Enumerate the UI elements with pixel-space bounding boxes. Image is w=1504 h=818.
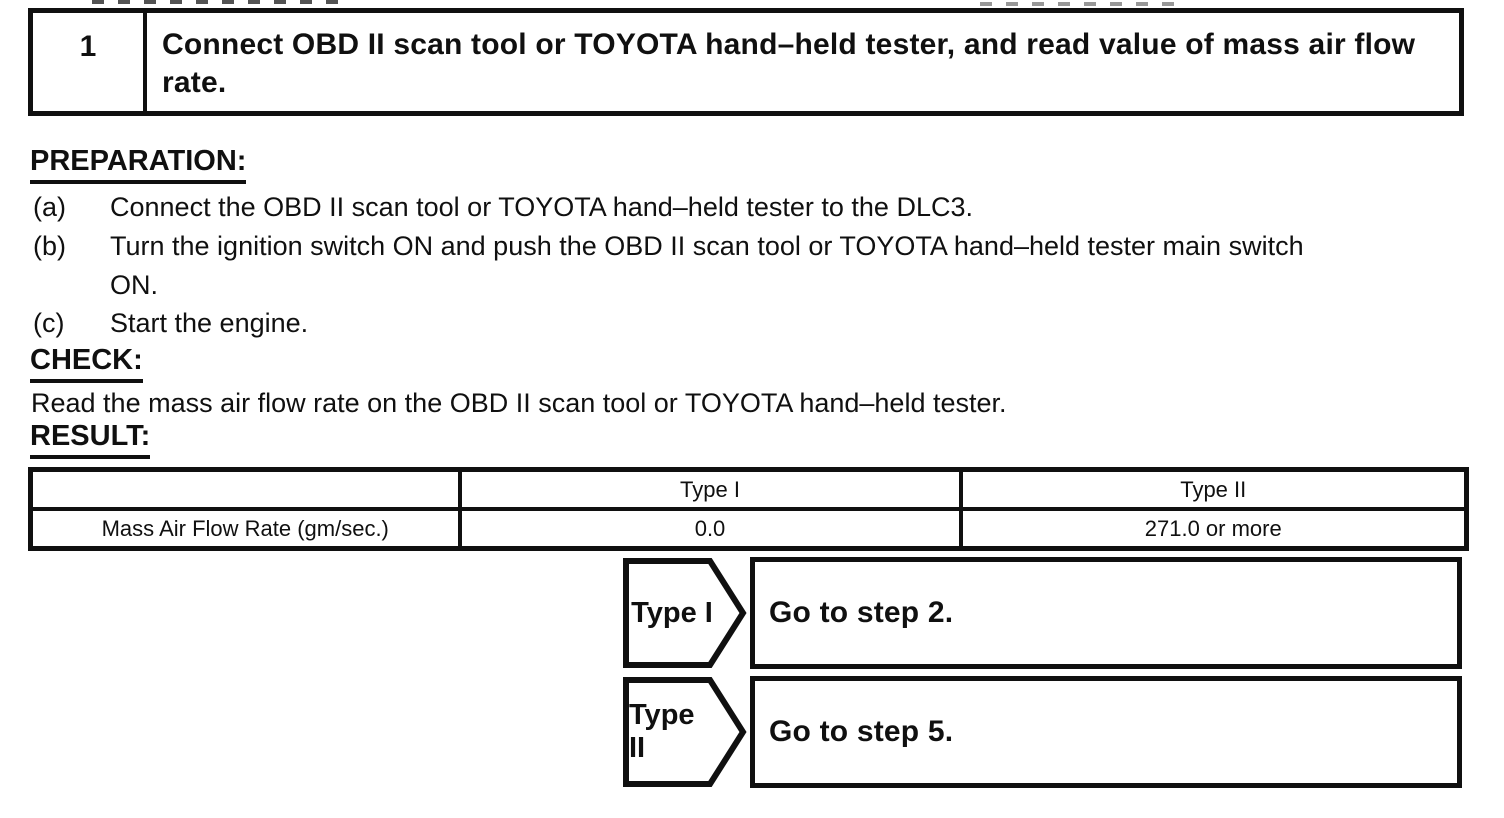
- type-ii-branch-arrow: Type II: [623, 676, 747, 788]
- header-cell-type-i: Type I: [457, 467, 963, 511]
- arrow-pentagon-shape: [623, 558, 747, 668]
- item-text: Connect the OBD II scan tool or TOYOTA h…: [110, 192, 973, 222]
- header-cell-type-ii: Type II: [958, 467, 1469, 511]
- check-text: Read the mass air flow rate on the OBD I…: [31, 388, 1007, 418]
- item-label: (c): [33, 308, 65, 338]
- type-ii-arrow-label: Type II: [629, 699, 695, 764]
- item-text: Start the engine.: [110, 308, 309, 338]
- scan-noise: [980, 2, 1180, 6]
- preparation-item-b: (b) Turn the ignition switch ON and push …: [33, 230, 1304, 263]
- type-i-action-box: Go to step 2.: [750, 557, 1462, 669]
- step-header-box: 1 Connect OBD II scan tool or TOYOTA han…: [28, 8, 1464, 116]
- result-table: Type I Type II Mass Air Flow Rate (gm/se…: [28, 467, 1469, 551]
- arrow-pentagon-shape: [623, 677, 747, 787]
- item-text: ON.: [110, 270, 159, 300]
- cell-type-i-value: 0.0: [457, 507, 963, 551]
- scan-noise: [92, 0, 352, 4]
- type-ii-action-box: Go to step 5.: [750, 676, 1462, 788]
- type-i-arrow-label: Type I: [631, 596, 713, 629]
- step-number: 1: [33, 13, 147, 111]
- result-table-header-row: Type I Type II: [28, 467, 1469, 511]
- cell-parameter: Mass Air Flow Rate (gm/sec.): [28, 507, 462, 551]
- item-label: (a): [33, 192, 66, 222]
- preparation-item-c: (c) Start the engine.: [33, 307, 308, 340]
- cell-type-ii-value: 271.0 or more: [958, 507, 1469, 551]
- preparation-item-b-continuation: ON.: [33, 269, 158, 302]
- check-heading: CHECK:: [30, 345, 143, 383]
- item-text: Turn the ignition switch ON and push the…: [110, 231, 1304, 261]
- preparation-item-a: (a) Connect the OBD II scan tool or TOYOT…: [33, 191, 973, 224]
- type-i-branch-arrow: Type I: [623, 557, 747, 669]
- item-label: (b): [33, 231, 66, 261]
- step-title: Connect OBD II scan tool or TOYOTA hand–…: [162, 28, 1416, 99]
- result-heading: RESULT:: [30, 421, 151, 459]
- preparation-heading: PREPARATION:: [30, 146, 247, 184]
- result-table-data-row: Mass Air Flow Rate (gm/sec.) 0.0 271.0 o…: [28, 507, 1469, 551]
- header-cell-parameter: [28, 467, 462, 511]
- type-ii-action-text: Go to step 5.: [769, 715, 954, 748]
- type-i-action-text: Go to step 2.: [769, 596, 954, 629]
